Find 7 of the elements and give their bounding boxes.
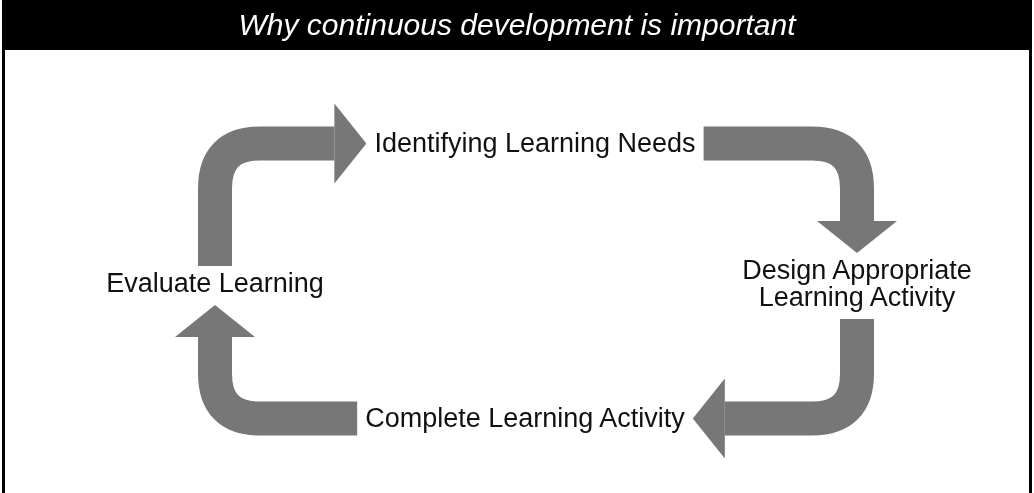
curved-arrow: [175, 305, 358, 436]
title-bar: Why continuous development is important: [2, 0, 1032, 50]
step-label: Identifying Learning Needs: [374, 130, 696, 157]
step-label: Evaluate Learning: [106, 270, 324, 297]
step-label: Complete Learning Activity: [365, 405, 685, 432]
step-label: Design Appropriate Learning Activity: [707, 257, 1007, 311]
curved-arrow: [703, 126, 897, 253]
